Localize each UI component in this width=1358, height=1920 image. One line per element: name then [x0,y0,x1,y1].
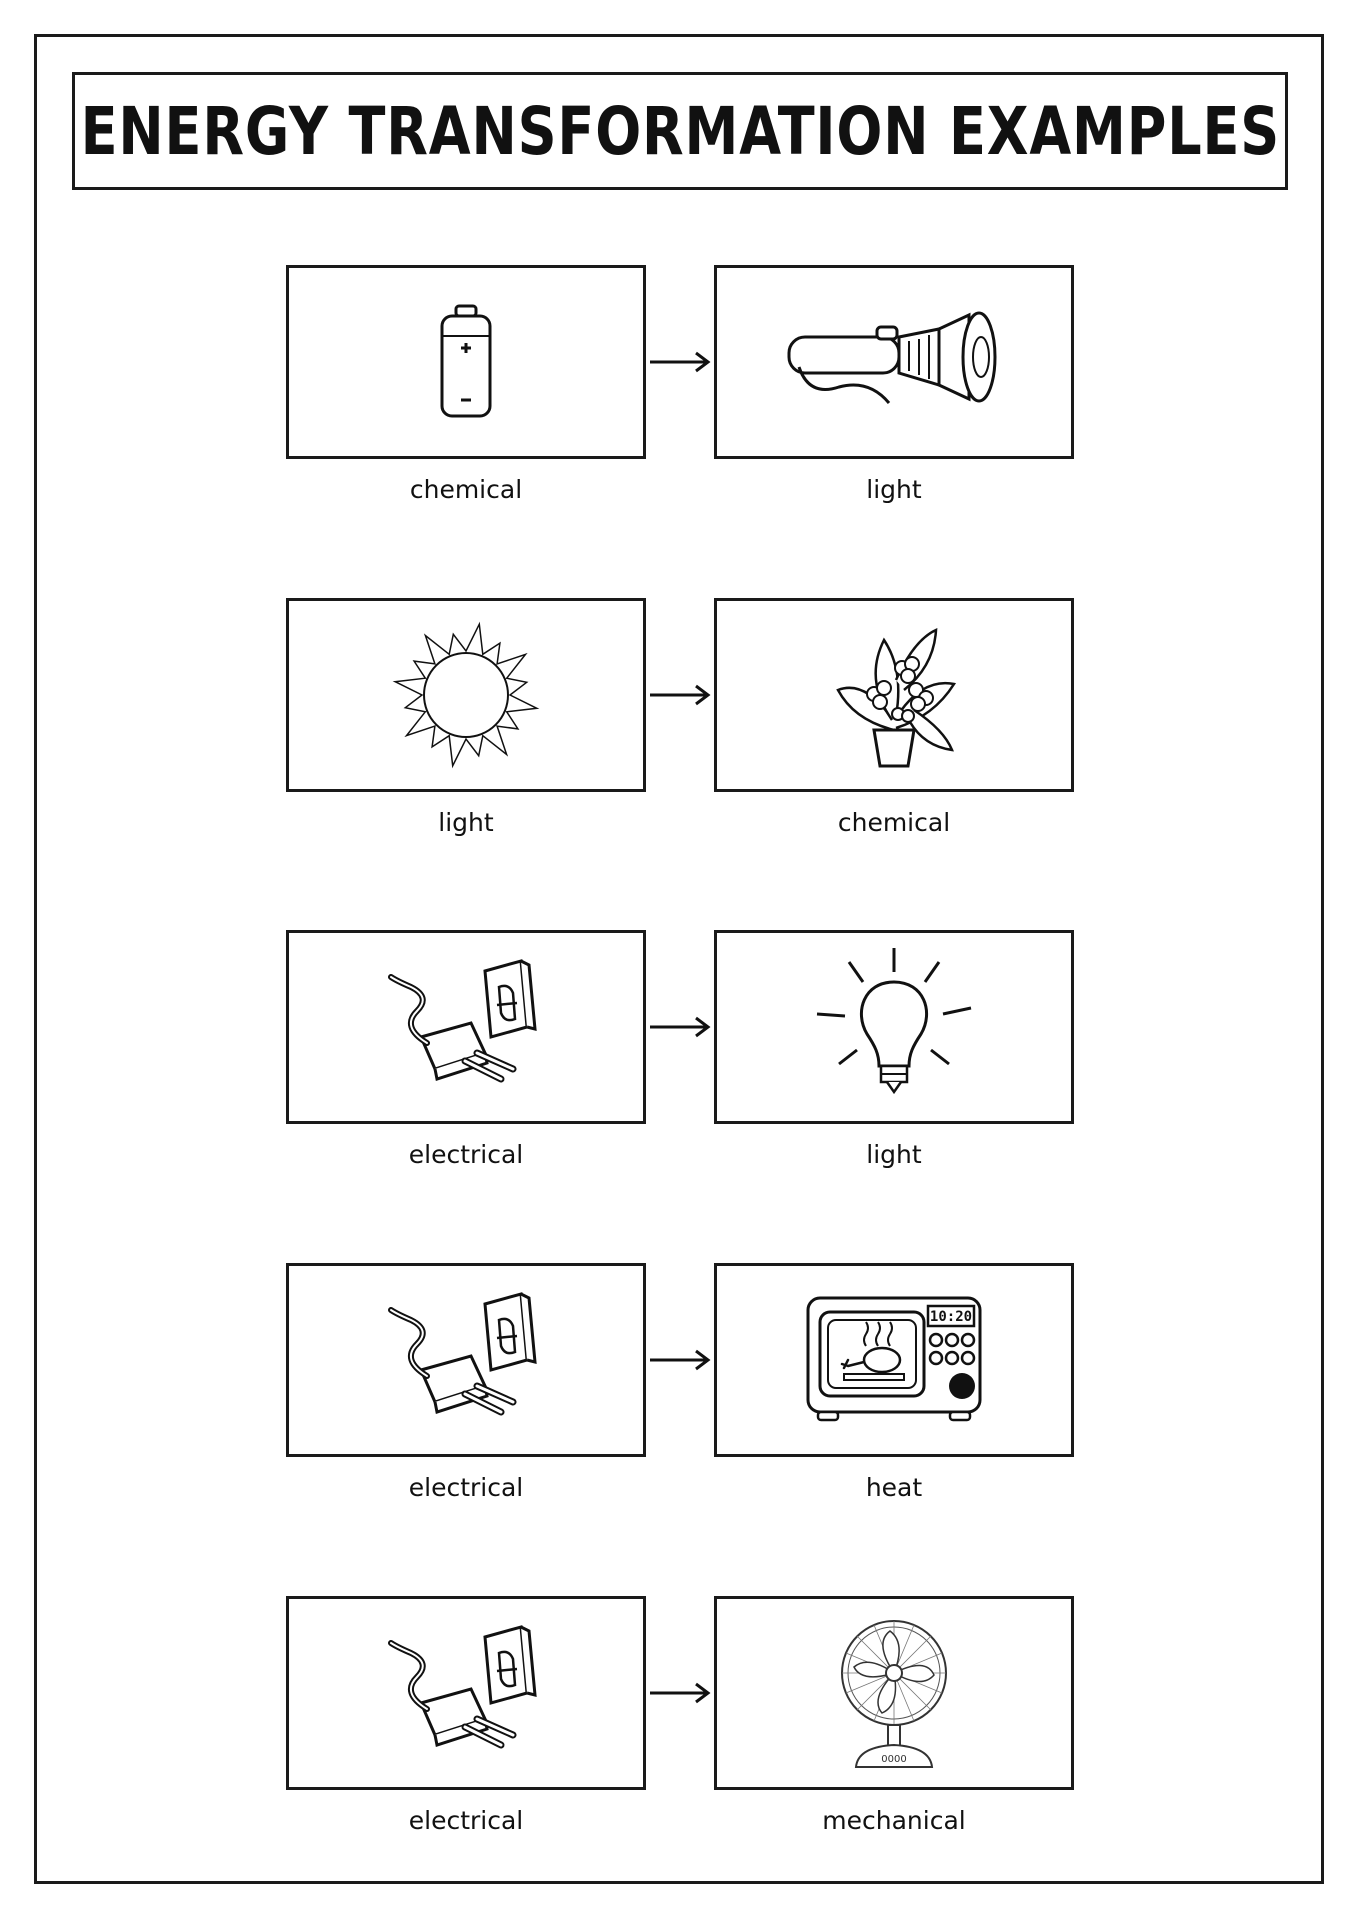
source-card [286,930,646,1124]
source-label: electrical [408,1806,524,1835]
fan-base-text: 0000 [881,1754,906,1765]
transformation-row: chemical light [0,265,1358,505]
result-card [714,930,1074,1124]
arrow-icon [646,347,714,377]
plug-socket-icon [381,957,551,1097]
arrow-icon [646,1012,714,1042]
potted-plant-icon [824,620,964,770]
plug-socket-icon [381,1290,551,1430]
fan-icon: 0000 [834,1613,954,1773]
result-label: mechanical [822,1806,966,1835]
result-card: 0000 [714,1596,1074,1790]
title-box: ENERGY TRANSFORMATION EXAMPLES [72,72,1288,190]
light-bulb-icon [809,942,979,1112]
result-label: chemical [837,808,951,837]
microwave-icon: 10:20 [804,1290,984,1430]
page-frame [34,34,1324,1884]
result-card: 10:20 [714,1263,1074,1457]
transformation-row: 10:20 electrical heat [0,1263,1358,1503]
flashlight-icon [779,307,1009,417]
transformation-row: electrical light [0,930,1358,1170]
source-card [286,1263,646,1457]
microwave-display: 10:20 [930,1309,972,1325]
transformation-row: 0000 electrical mechanical [0,1596,1358,1836]
result-label: heat [865,1473,923,1502]
battery-icon [436,302,496,422]
source-label: light [438,808,494,837]
plug-socket-icon [381,1623,551,1763]
result-card [714,598,1074,792]
source-card [286,265,646,459]
arrow-icon [646,1345,714,1375]
source-label: electrical [408,1473,524,1502]
source-card [286,1596,646,1790]
arrow-icon [646,680,714,710]
sun-icon [391,620,541,770]
result-card [714,265,1074,459]
page-title: ENERGY TRANSFORMATION EXAMPLES [80,92,1280,170]
source-label: electrical [408,1140,524,1169]
source-label: chemical [409,475,523,504]
result-label: light [866,1140,922,1169]
result-label: light [866,475,922,504]
source-card [286,598,646,792]
arrow-icon [646,1678,714,1708]
transformation-row: light chemical [0,598,1358,838]
